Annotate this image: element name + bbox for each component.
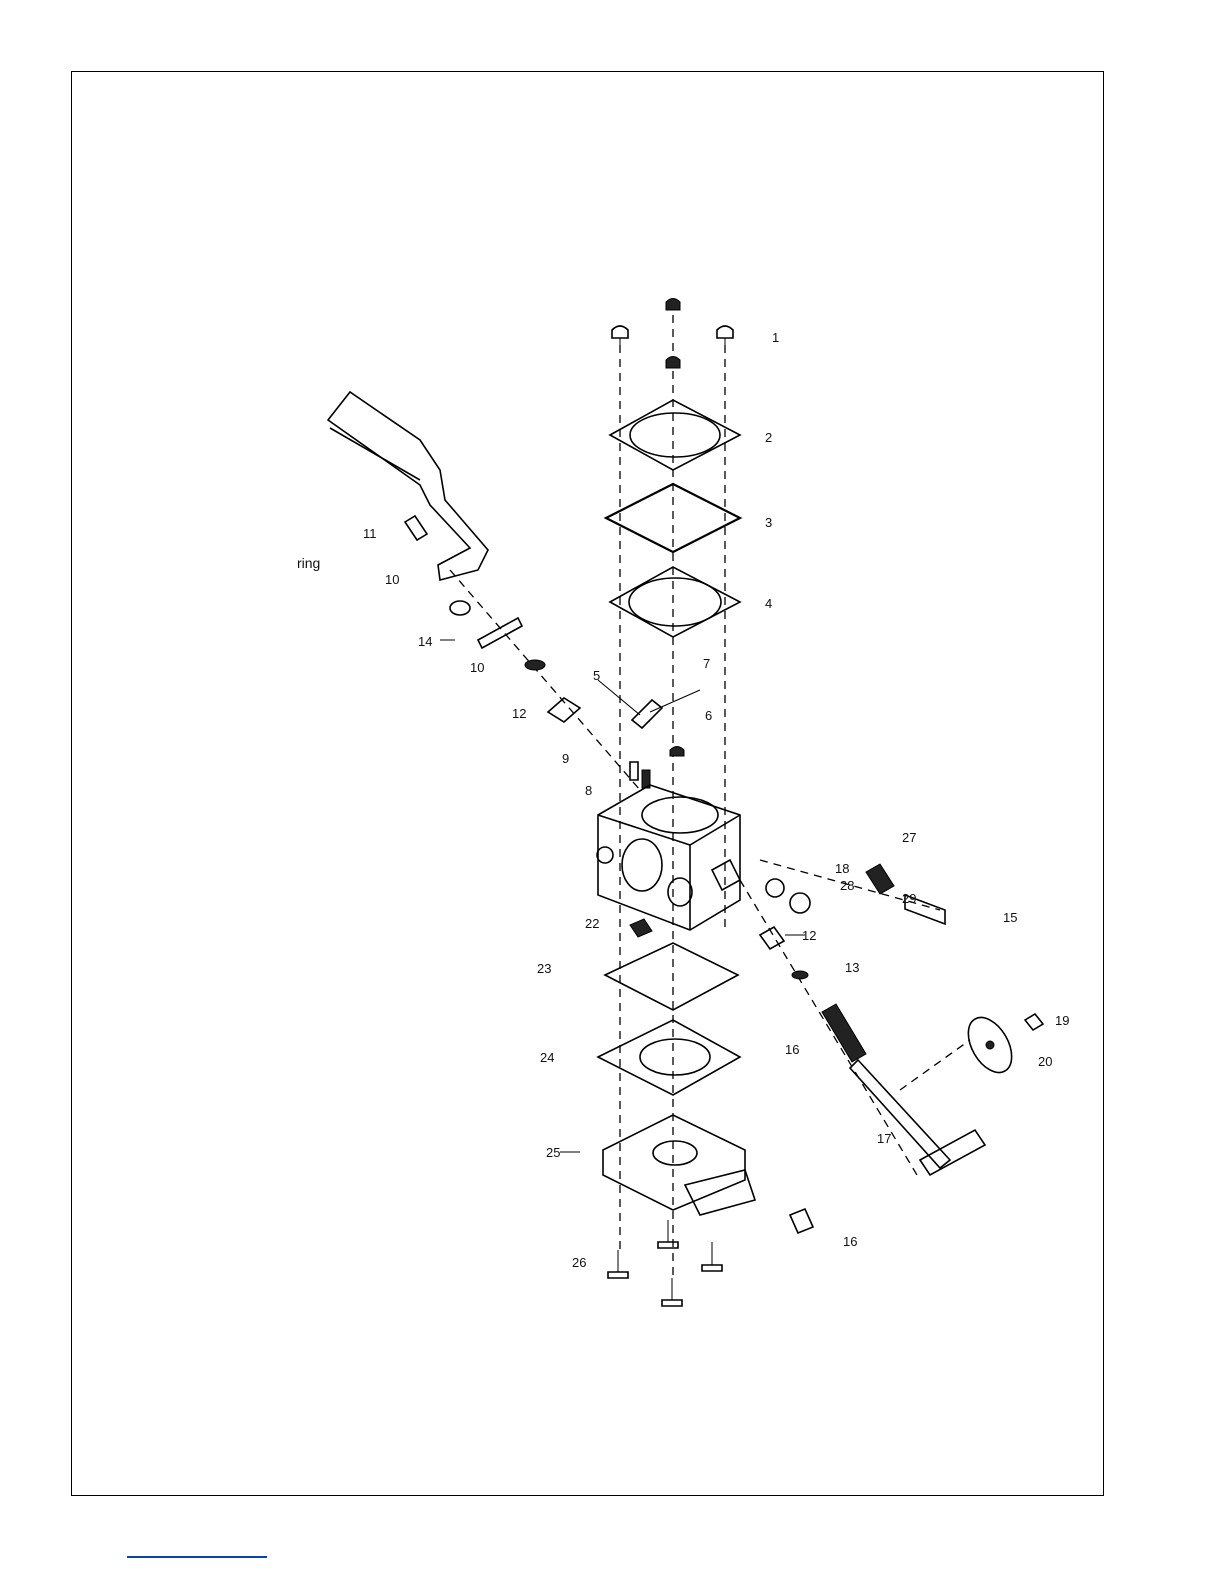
label-17: 17	[877, 1131, 891, 1146]
label-9: 9	[562, 751, 569, 766]
label-29: 29	[902, 891, 916, 906]
label-12-upper: 12	[512, 706, 526, 721]
label-16-upper: 16	[785, 1042, 799, 1057]
label-1: 1	[772, 330, 779, 345]
label-23: 23	[537, 961, 551, 976]
label-7: 7	[703, 656, 710, 671]
part-labels: 1 2 3 4 5 6 7 8 9 10 10 11 12 12 13 14 1…	[297, 330, 1069, 1270]
footer-link-rule	[127, 1556, 267, 1558]
label-13: 13	[845, 960, 859, 975]
label-2: 2	[765, 430, 772, 445]
label-8: 8	[585, 783, 592, 798]
screw-part-19	[1025, 1014, 1043, 1030]
stray-text-ring: ring	[297, 555, 320, 571]
label-22: 22	[585, 916, 599, 931]
label-16-lower: 16	[843, 1234, 857, 1249]
label-27: 27	[902, 830, 916, 845]
screw-part-26	[608, 1220, 722, 1306]
label-10-upper: 10	[385, 572, 399, 587]
choke-parts	[450, 601, 700, 788]
label-26: 26	[572, 1255, 586, 1270]
label-4: 4	[765, 596, 772, 611]
label-5: 5	[593, 668, 600, 683]
diaphragm-4	[610, 567, 740, 637]
pump-parts-lower	[598, 919, 813, 1233]
carburetor-body	[597, 785, 740, 930]
label-6: 6	[705, 708, 712, 723]
throttle-shaft-part-17	[822, 1004, 985, 1175]
label-24: 24	[540, 1050, 554, 1065]
label-12-lower: 12	[802, 928, 816, 943]
throttle-lever-part	[328, 392, 488, 580]
label-11: 11	[363, 526, 377, 541]
label-18: 18	[835, 861, 849, 876]
label-14: 14	[418, 634, 432, 649]
label-19: 19	[1055, 1013, 1069, 1028]
label-28: 28	[840, 878, 854, 893]
label-25: 25	[546, 1145, 560, 1160]
label-3: 3	[765, 515, 772, 530]
label-15: 15	[1003, 910, 1017, 925]
label-10-lower: 10	[470, 660, 484, 675]
label-20: 20	[1038, 1054, 1052, 1069]
alignment-lines	[450, 315, 970, 1280]
cover-plate-2	[610, 400, 740, 470]
throttle-disc-part-20	[959, 1010, 1020, 1080]
screw-part-11	[405, 516, 427, 540]
